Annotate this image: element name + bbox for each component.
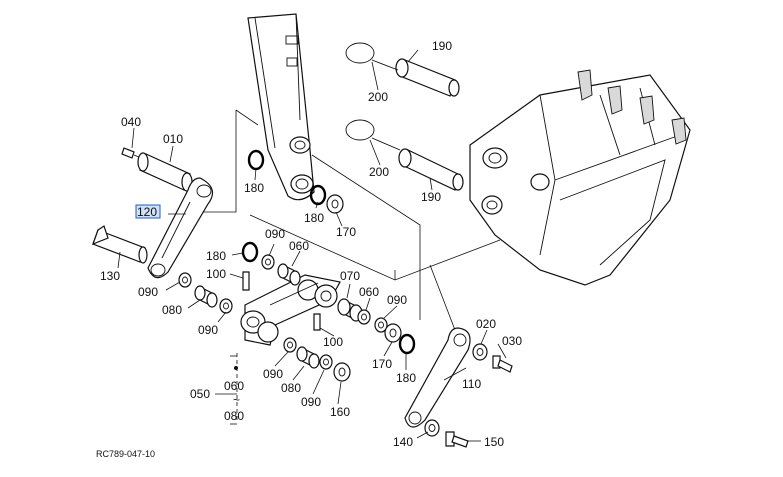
- part-label-190-b[interactable]: 190: [421, 190, 441, 204]
- o-ring-180-d: [398, 333, 416, 355]
- bushing-070: [337, 298, 363, 322]
- part-label-180-c[interactable]: 180: [304, 211, 324, 225]
- part-labels: 040 010 120 130 090 080 090 180 100 090 …: [100, 39, 522, 449]
- part-label-090-e[interactable]: 090: [263, 367, 283, 381]
- link-120: [147, 177, 214, 279]
- part-label-090-f[interactable]: 090: [301, 395, 321, 409]
- reference-code: RC789-047-10: [96, 449, 155, 459]
- washer-090-e: [283, 337, 297, 353]
- washer-090-c: [261, 254, 275, 270]
- lanyard-200-lower: [345, 119, 401, 151]
- part-label-080-a[interactable]: 080: [162, 303, 182, 317]
- part-label-140[interactable]: 140: [393, 435, 413, 449]
- part-label-060-b[interactable]: 060: [359, 285, 379, 299]
- washer-170-a: [326, 194, 344, 214]
- o-ring-180-a: [241, 241, 259, 263]
- washer-090-f: [319, 354, 333, 370]
- part-label-180-a[interactable]: 180: [206, 249, 226, 263]
- pin-010: [137, 152, 193, 192]
- pin-190-upper: [395, 58, 460, 97]
- part-label-090-d[interactable]: 090: [387, 293, 407, 307]
- part-label-070[interactable]: 070: [340, 269, 360, 283]
- part-label-090-a[interactable]: 090: [138, 285, 158, 299]
- bolt-030: [492, 355, 513, 373]
- range-tilde: ~: [233, 393, 240, 407]
- bushing-080-a: [194, 285, 218, 308]
- part-label-010[interactable]: 010: [163, 132, 183, 146]
- part-label-030[interactable]: 030: [502, 334, 522, 348]
- bushing-080-b: [296, 346, 320, 369]
- part-label-170-b[interactable]: 170: [372, 357, 392, 371]
- part-label-060-range[interactable]: 060: [224, 379, 244, 393]
- part-label-180-d[interactable]: 180: [396, 371, 416, 385]
- part-label-200-b[interactable]: 200: [369, 165, 389, 179]
- part-label-050[interactable]: 050: [190, 387, 210, 401]
- assembly-guides: [196, 109, 501, 420]
- bucket: [469, 69, 691, 286]
- part-label-110[interactable]: 110: [462, 377, 481, 391]
- washer-170-b: [384, 323, 402, 343]
- part-label-100-a[interactable]: 100: [206, 267, 226, 281]
- center-link-050: [240, 274, 341, 346]
- boom-arm: [247, 13, 315, 201]
- part-label-190-a[interactable]: 190: [432, 39, 452, 53]
- pin-130: [91, 225, 148, 264]
- o-ring-180-b: [247, 149, 265, 171]
- part-label-170-a[interactable]: 170: [336, 225, 356, 239]
- part-label-090-b[interactable]: 090: [198, 323, 218, 337]
- part-label-020[interactable]: 020: [476, 317, 496, 331]
- pin-190-lower: [398, 148, 464, 191]
- part-label-200-a[interactable]: 200: [368, 90, 388, 104]
- washer-160: [333, 362, 351, 382]
- bushing-060-a: [277, 263, 301, 286]
- bushing-060-b: [357, 309, 371, 325]
- o-ring-180-c: [309, 184, 327, 206]
- part-label-120-selected[interactable]: 120: [135, 204, 161, 219]
- washer-090-b: [219, 298, 233, 314]
- leader-lines: [117, 49, 507, 442]
- part-label-080-b[interactable]: 080: [281, 381, 301, 395]
- washer-020: [472, 343, 488, 361]
- part-label-150[interactable]: 150: [484, 435, 504, 449]
- part-label-090-c[interactable]: 090: [265, 227, 285, 241]
- part-label-040[interactable]: 040: [121, 115, 141, 129]
- callout-dot: [234, 366, 238, 370]
- selection-highlight: [135, 204, 161, 219]
- part-label-180-b[interactable]: 180: [244, 181, 264, 195]
- part-label-160[interactable]: 160: [330, 405, 350, 419]
- washer-090-d: [374, 317, 388, 333]
- grease-nipple-100: [242, 271, 321, 331]
- part-label-080-range[interactable]: 080: [224, 409, 244, 423]
- part-label-060-a[interactable]: 060: [289, 239, 309, 253]
- part-label-130[interactable]: 130: [100, 269, 120, 283]
- part-label-120[interactable]: 120: [137, 205, 157, 219]
- link-110: [404, 327, 471, 428]
- lanyard-200-upper: [345, 42, 399, 71]
- washer-140: [424, 419, 440, 437]
- bolt-150: [445, 431, 469, 448]
- washer-090-a: [178, 272, 192, 288]
- part-label-100-b[interactable]: 100: [323, 335, 343, 349]
